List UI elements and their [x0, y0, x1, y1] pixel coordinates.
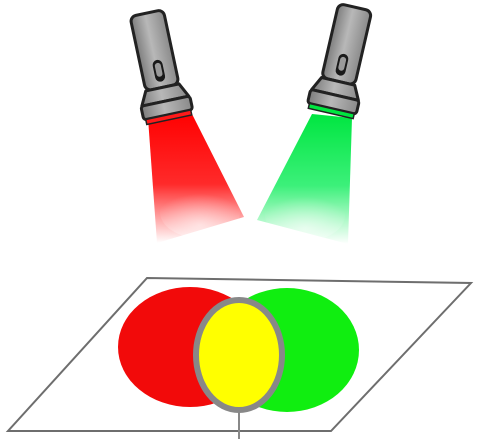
green-beam-glow: [265, 189, 345, 241]
red-beam-glow: [160, 186, 240, 238]
yellow-overlap-region: [196, 300, 282, 410]
left-flashlight-icon: [122, 8, 194, 125]
right-flashlight-icon: [306, 2, 379, 119]
